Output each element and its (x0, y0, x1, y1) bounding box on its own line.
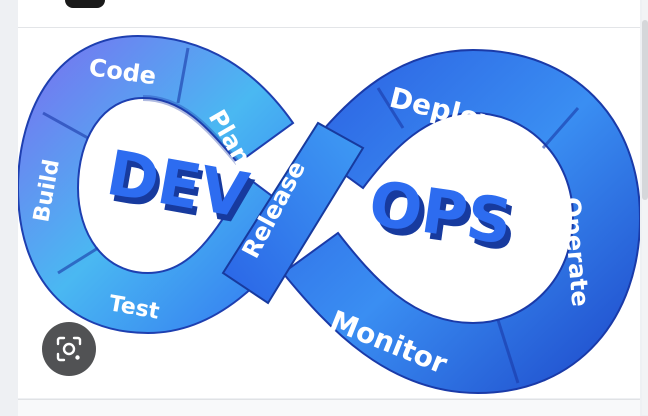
visual-search-lens-icon (56, 336, 82, 362)
top-app-icon[interactable] (65, 0, 105, 8)
scrollbar-track[interactable] (642, 0, 648, 415)
scrollbar-thumb[interactable] (642, 20, 648, 200)
top-strip (18, 0, 640, 28)
ops-loop (281, 48, 640, 395)
devops-infinity-image: Code Plan Build Test Release Deploy Oper… (18, 34, 640, 395)
segment-dividers (42, 47, 580, 384)
bottom-strip (18, 399, 640, 416)
visual-search-button[interactable] (42, 322, 96, 376)
release-band (221, 121, 365, 305)
